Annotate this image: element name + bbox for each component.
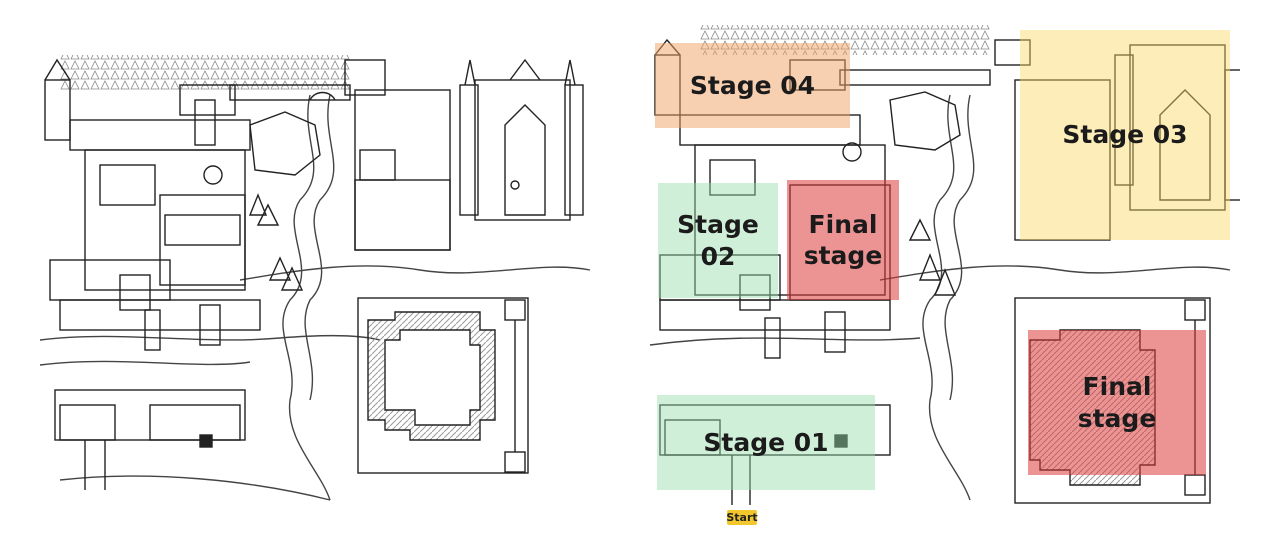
- start-marker: Start: [726, 510, 758, 525]
- forest-area: [60, 55, 350, 90]
- east-house: [354, 89, 451, 251]
- map-plain-drawing: [39, 55, 591, 501]
- stage-04-label: Stage 04: [689, 70, 816, 100]
- map-plain: [0, 0, 600, 551]
- final-stage-zone-1: Final stage: [787, 180, 899, 300]
- river-line: [282, 94, 331, 501]
- stage-02-zone: Stage 02: [658, 183, 778, 298]
- boulder: [249, 111, 321, 176]
- stage-02-label: Stage 02: [677, 210, 759, 271]
- stage-01-label: Stage 01: [703, 427, 829, 457]
- stage-01-zone: Stage 01: [657, 395, 875, 490]
- organ-stage: [119, 274, 151, 311]
- cathedral: [474, 79, 571, 221]
- stage-03-zone: Stage 03: [1020, 30, 1230, 240]
- final-stage-label-2: Final stage: [1077, 372, 1157, 433]
- stage-04-zone: Stage 04: [655, 43, 850, 128]
- start-label: Start: [726, 511, 758, 524]
- final-stage-label-1: Final stage: [803, 209, 883, 270]
- map-annotated: Stage 04 Stage 03 Stage 02 Final stage S…: [640, 0, 1240, 551]
- stage-03-label: Stage 03: [1062, 120, 1188, 150]
- dungeon: [357, 297, 529, 474]
- west-tower: [44, 79, 71, 141]
- final-stage-zone-2: Final stage: [1028, 330, 1206, 475]
